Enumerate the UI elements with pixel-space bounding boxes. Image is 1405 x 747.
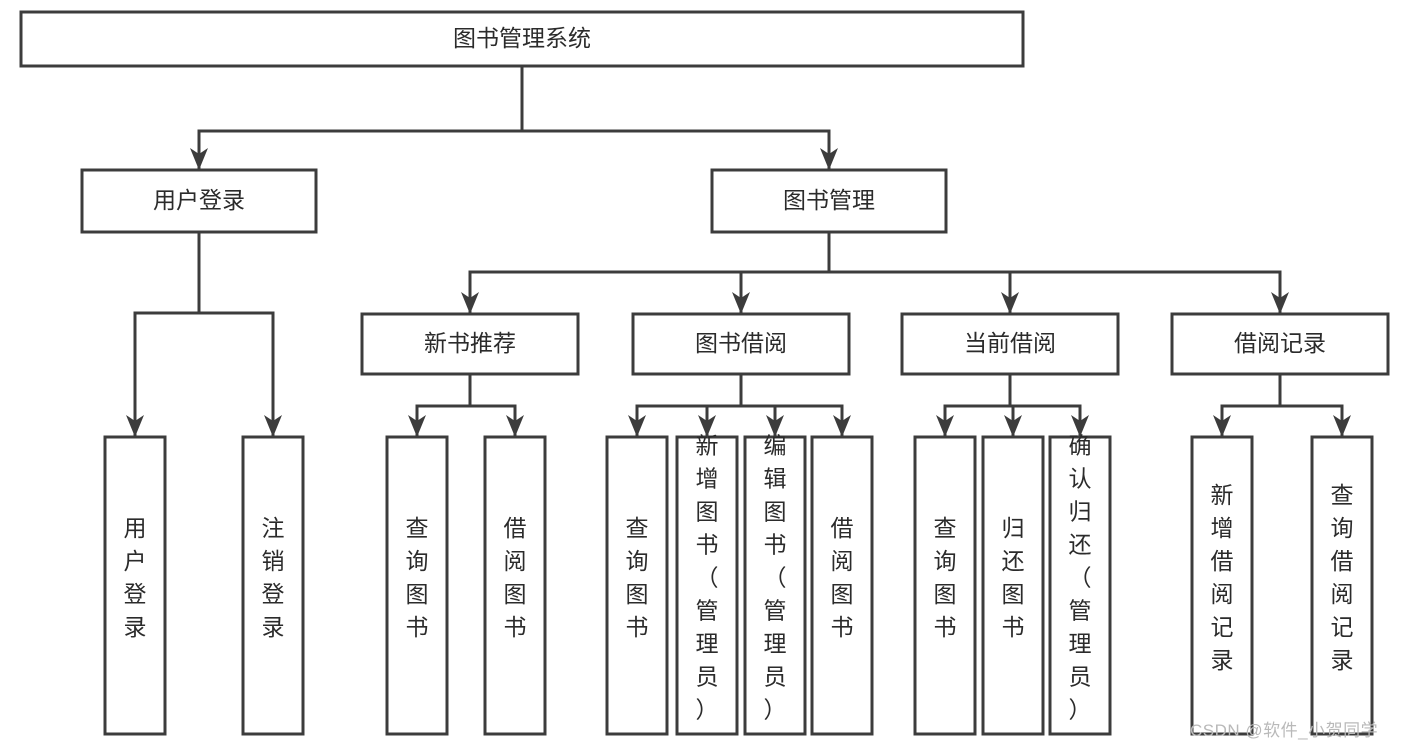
- node-box: [913, 435, 977, 736]
- arrow-to-user-login: [190, 148, 208, 170]
- arrow-to-leaf-borrow-book-1: [506, 415, 524, 437]
- node-label: 注销登录: [262, 515, 285, 640]
- node-box: [1190, 435, 1254, 736]
- node-leaf-query-book-1[interactable]: 查询图书: [385, 435, 449, 736]
- arrow-to-book-manage: [820, 148, 838, 170]
- node-label: 借阅记录: [1234, 330, 1326, 356]
- node-leaf-borrow-book-2[interactable]: 借阅图书: [810, 435, 874, 736]
- arrow-to-leaf-return-book: [1004, 415, 1022, 437]
- node-leaf-edit-book[interactable]: 编辑图书（管理员）: [743, 433, 807, 736]
- arrow-to-leaf-query-record: [1333, 415, 1351, 437]
- node-box: [80, 168, 318, 234]
- node-box: [103, 435, 167, 736]
- node-leaf-user-login[interactable]: 用户登录: [103, 435, 167, 736]
- node-box: [710, 168, 948, 234]
- watermark-label: CSDN @软件_小贺同学: [1190, 721, 1379, 740]
- arrow-to-leaf-edit-book: [766, 415, 784, 437]
- node-book-manage[interactable]: 图书管理: [710, 168, 948, 234]
- node-box: [19, 10, 1025, 68]
- node-label: 图书管理: [783, 187, 875, 213]
- node-label: 查询图书: [406, 515, 429, 640]
- node-leaf-logout[interactable]: 注销登录: [241, 435, 305, 736]
- node-label: 新增图书（管理员）: [696, 433, 719, 723]
- node-label: 当前借阅: [964, 330, 1056, 356]
- node-box: [241, 435, 305, 736]
- arrow-to-leaf-add-record: [1213, 415, 1231, 437]
- node-box: [1048, 435, 1112, 736]
- node-box: [981, 435, 1045, 736]
- node-box: [483, 435, 547, 736]
- node-label: 编辑图书（管理员）: [764, 433, 787, 723]
- arrow-to-leaf-confirm-return: [1071, 415, 1089, 437]
- node-label: 借阅图书: [504, 515, 527, 640]
- node-box: [900, 312, 1120, 376]
- node-book-borrow[interactable]: 图书借阅: [631, 312, 851, 376]
- arrow-to-current-borrow: [1001, 292, 1019, 314]
- node-leaf-borrow-book-1[interactable]: 借阅图书: [483, 435, 547, 736]
- node-box: [360, 312, 580, 376]
- node-box: [743, 435, 807, 736]
- node-label: 查询借阅记录: [1331, 482, 1354, 673]
- node-label: 图书管理系统: [453, 25, 591, 51]
- arrow-to-leaf-user-login: [126, 415, 144, 437]
- node-borrow-record[interactable]: 借阅记录: [1170, 312, 1390, 376]
- node-leaf-return-book[interactable]: 归还图书: [981, 435, 1045, 736]
- arrow-to-book-borrow: [732, 292, 750, 314]
- arrow-to-new-book-rec: [461, 292, 479, 314]
- node-leaf-query-book-3[interactable]: 查询图书: [913, 435, 977, 736]
- node-label: 新增借阅记录: [1211, 482, 1234, 673]
- node-new-book-rec[interactable]: 新书推荐: [360, 312, 580, 376]
- node-leaf-query-book-2[interactable]: 查询图书: [605, 435, 669, 736]
- node-current-borrow[interactable]: 当前借阅: [900, 312, 1120, 376]
- arrow-to-leaf-borrow-book-2: [833, 415, 851, 437]
- node-label: 查询图书: [626, 515, 649, 640]
- node-box: [605, 435, 669, 736]
- node-user-login[interactable]: 用户登录: [80, 168, 318, 234]
- arrow-to-leaf-query-book-1: [408, 415, 426, 437]
- arrow-to-leaf-query-book-2: [628, 415, 646, 437]
- node-label: 确认归还（管理员）: [1069, 433, 1092, 723]
- node-label: 查询图书: [934, 515, 957, 640]
- node-leaf-query-record[interactable]: 查询借阅记录: [1310, 435, 1374, 736]
- node-root[interactable]: 图书管理系统: [19, 10, 1025, 68]
- node-box: [675, 435, 739, 736]
- node-label: 用户登录: [153, 187, 245, 213]
- arrow-to-leaf-add-book: [698, 415, 716, 437]
- arrow-to-leaf-logout: [264, 415, 282, 437]
- node-leaf-confirm-return[interactable]: 确认归还（管理员）: [1048, 433, 1112, 736]
- node-label: 图书借阅: [695, 330, 787, 356]
- arrow-to-borrow-record: [1271, 292, 1289, 314]
- node-box: [1310, 435, 1374, 736]
- node-box: [385, 435, 449, 736]
- node-label: 新书推荐: [424, 330, 516, 356]
- node-box: [631, 312, 851, 376]
- node-label: 用户登录: [124, 515, 147, 640]
- arrow-to-leaf-query-book-3: [936, 415, 954, 437]
- node-box: [810, 435, 874, 736]
- node-leaf-add-record[interactable]: 新增借阅记录: [1190, 435, 1254, 736]
- node-label: 归还图书: [1002, 515, 1025, 640]
- node-label: 借阅图书: [831, 515, 854, 640]
- node-leaf-add-book[interactable]: 新增图书（管理员）: [675, 433, 739, 736]
- node-box: [1170, 312, 1390, 376]
